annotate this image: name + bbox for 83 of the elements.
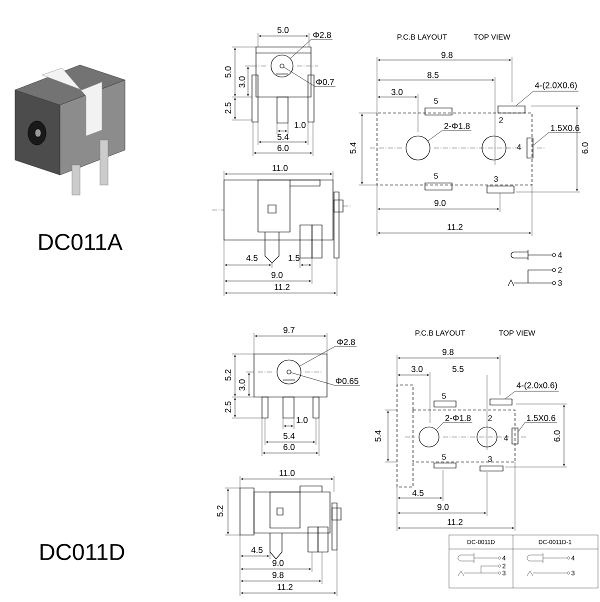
callout-label: 1.5X0.6 (551, 125, 580, 131)
dimension-label: 5.2 (217, 506, 223, 517)
dimension-label: 4.5 (412, 490, 424, 496)
dimension-label: 9.0 (438, 504, 449, 510)
jack-opening (276, 360, 302, 384)
dimension-label: 9.8 (272, 572, 284, 578)
jack-opening (270, 54, 294, 78)
dimension-label: 3.0 (239, 379, 245, 391)
leader-line (284, 67, 336, 86)
dimension-label: 2.5 (225, 401, 231, 412)
pin-number: 4 (558, 252, 562, 258)
dimension-label: 9.7 (283, 327, 294, 333)
dimension-label: 2.5 (225, 102, 231, 114)
dimension-label: 6.0 (278, 145, 289, 151)
mounting-hole (418, 426, 440, 448)
model-name: DC011D (40, 544, 124, 560)
dimension-label: 8.5 (427, 72, 439, 78)
dimension-label: 1.0 (294, 122, 306, 128)
callout-label: 4-(2.0x0.6) (516, 382, 558, 390)
leader-line (290, 39, 333, 59)
dimension-label: 3.0 (411, 366, 423, 372)
solder-pad (498, 106, 526, 114)
dimension-label: 9.8 (442, 52, 453, 58)
callout-label: 1.5X0.6 (527, 415, 556, 421)
pin-number: 4 (516, 144, 521, 150)
callout-label: Φ0.65 (336, 378, 358, 384)
callout-label: Φ0.7 (316, 79, 334, 85)
solder-pad (512, 428, 518, 444)
callout-label: Φ2.8 (337, 339, 355, 345)
model-name: DC011A (39, 234, 123, 250)
dimension-label: 5.2 (225, 370, 231, 381)
dimension-label: 9.0 (272, 560, 284, 566)
dimension-label: 11.0 (280, 470, 295, 476)
pin-number: 2 (499, 117, 503, 123)
pin-number: 2 (488, 415, 492, 421)
pin-number: 3 (488, 456, 492, 462)
dimension-label: 4.5 (251, 547, 263, 553)
dimension-label: 11.2 (278, 584, 293, 590)
dimension-label: 5.4 (350, 142, 356, 154)
callout-label: 2-Φ1.8 (445, 415, 471, 421)
pin-number: 5 (442, 393, 446, 399)
dimension-label: 5.5 (452, 366, 464, 372)
dimension-label: 5.0 (277, 27, 289, 33)
dimension-label: 5.4 (277, 134, 289, 140)
solder-pad (526, 138, 534, 158)
pin-number: 4 (504, 435, 508, 441)
pin-number: 5 (434, 173, 438, 179)
dimension-label: 5.4 (283, 433, 295, 439)
dimension-label: 1.5 (288, 255, 300, 261)
leader-line (516, 90, 579, 106)
leader-line (518, 422, 558, 432)
leader-line (505, 390, 559, 399)
dimension-label: 9.8 (442, 349, 454, 355)
callout-label: 4-(2.0X0.6) (534, 82, 577, 90)
dimension-label: 6.0 (582, 142, 588, 154)
dimension-label: 11.2 (448, 519, 463, 525)
mounting-hole (406, 136, 430, 160)
leader-line (436, 422, 472, 430)
leader-line (300, 346, 357, 366)
dimension-label: 5.0 (225, 66, 231, 78)
callout-label: 2-Φ1.8 (444, 123, 470, 129)
pin-number: 3 (494, 176, 498, 182)
dimension-label: 5.4 (375, 430, 381, 442)
dimension-label: 11.0 (272, 165, 288, 171)
dimension-label: 4.5 (246, 255, 258, 261)
dimension-label: 11.2 (448, 224, 463, 230)
leader-line (291, 372, 360, 386)
pin-number: 2 (558, 267, 562, 273)
pin-number: 5 (434, 98, 438, 104)
dimension-label: 11.2 (274, 284, 290, 290)
solder-pad (490, 398, 512, 406)
pin-number: 5 (442, 454, 446, 460)
dimension-label: 6.0 (284, 444, 295, 450)
dimension-label: 3.0 (239, 76, 245, 88)
dimension-label: 6.0 (554, 430, 560, 442)
dimension-label: 9.0 (434, 200, 446, 206)
leader-line (428, 130, 472, 142)
dimension-label: 9.0 (271, 272, 283, 278)
leader-line (533, 132, 582, 146)
callout-label: Φ2.8 (313, 32, 331, 38)
dimension-label: 1.0 (296, 417, 308, 423)
pin-number: 3 (558, 280, 562, 286)
dimension-label: 3.0 (391, 89, 403, 95)
